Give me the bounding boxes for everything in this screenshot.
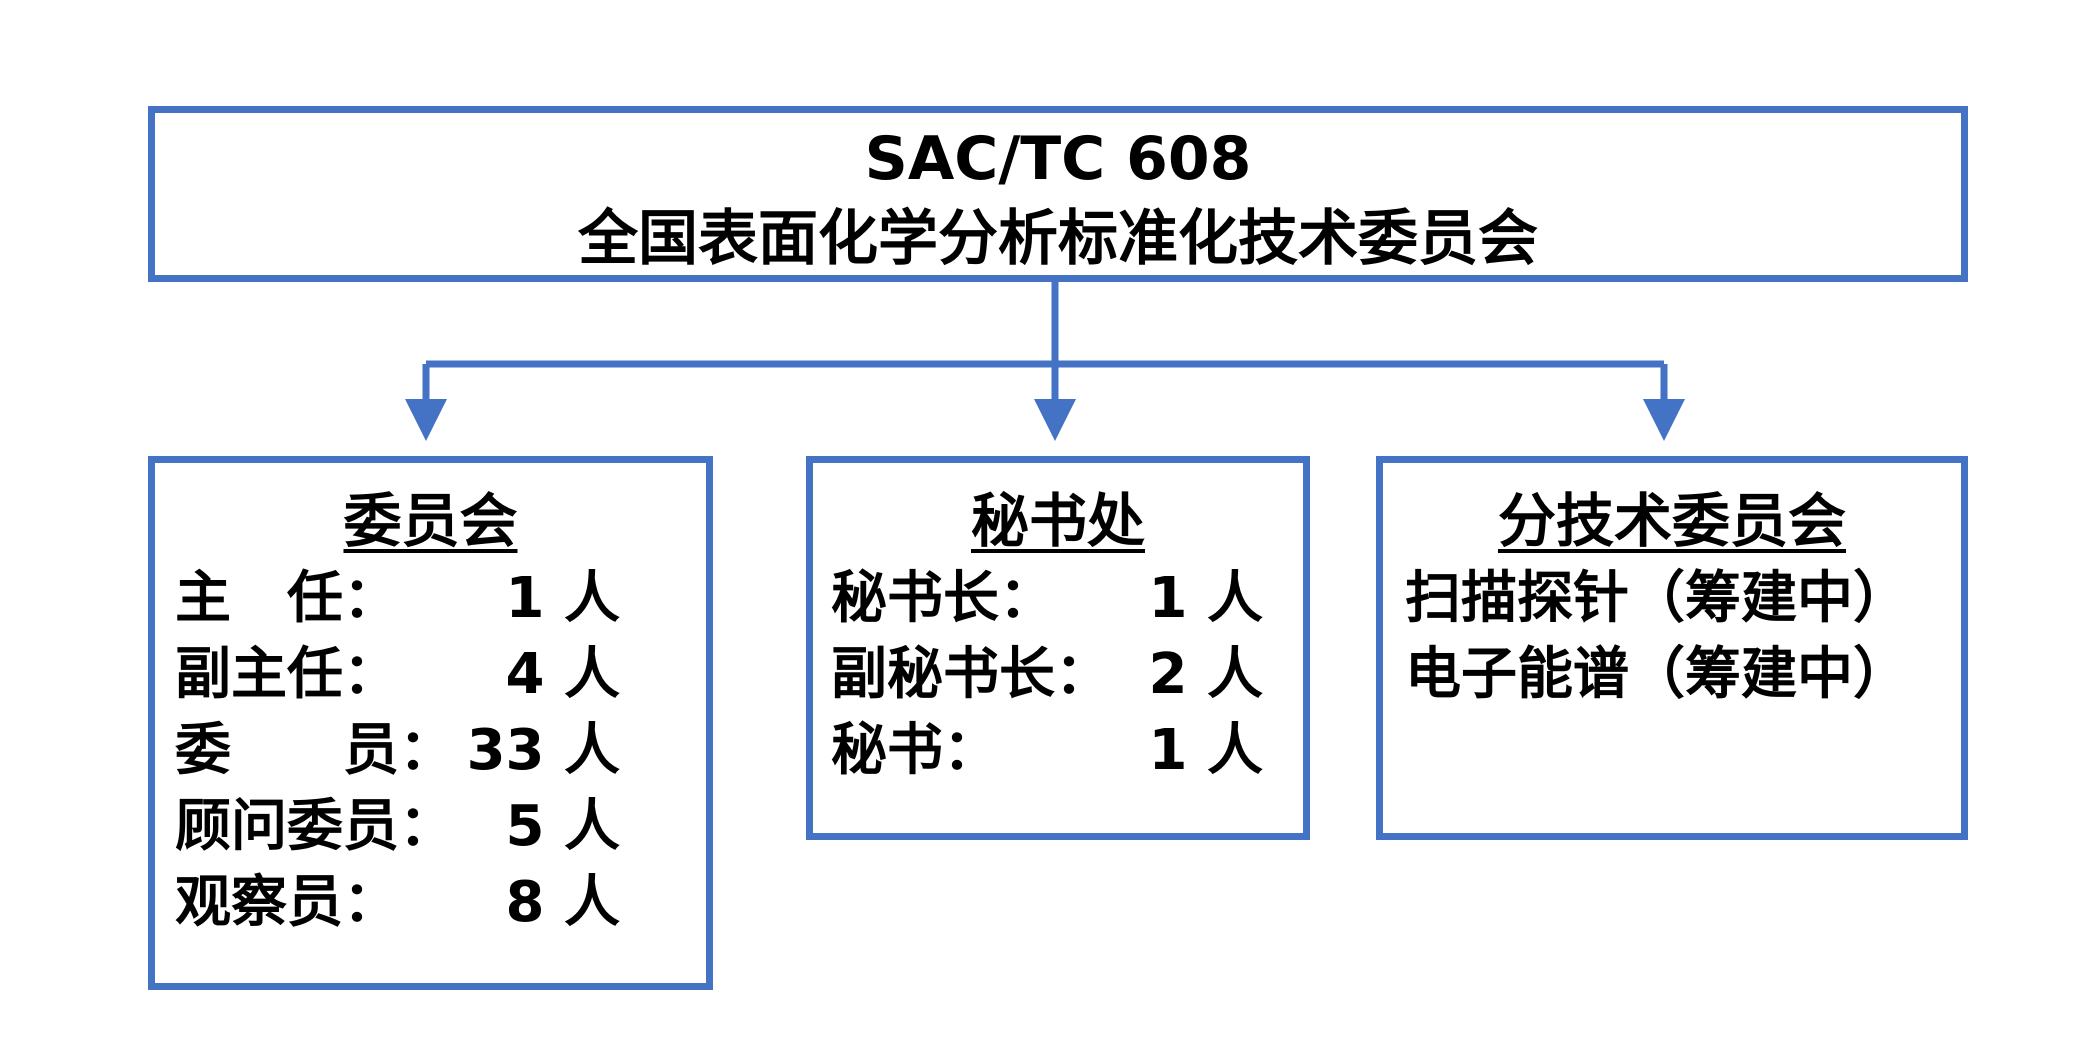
subcommittee-title: 分技术委员会 (1497, 487, 1846, 555)
committee-row-vice-chair: 副主任： 4 人 (155, 637, 706, 713)
row-value: 8 人 (505, 870, 620, 935)
committee-box: 委员会 主 任： 1 人 副主任： 4 人 委 员： 33 人 顾问委员： 5 … (148, 456, 713, 990)
org-code: SAC/TC 608 (864, 124, 1252, 194)
subcommittee-box: 分技术委员会 扫描探针（筹建中） 电子能谱（筹建中） (1376, 456, 1968, 840)
committee-row-observers: 观察员： 8 人 (155, 865, 706, 941)
row-label: 扫描探针（筹建中） (1405, 566, 1909, 631)
row-label: 委 员： (175, 718, 455, 783)
row-value: 2 人 (1148, 642, 1263, 707)
row-label: 副秘书长： (831, 642, 1111, 707)
row-value: 1 人 (505, 566, 620, 631)
secretariat-row-secretary-general: 秘书长： 1 人 (813, 561, 1303, 637)
committee-title: 委员会 (343, 487, 518, 555)
row-label: 秘书： (831, 718, 999, 783)
org-name: 全国表面化学分析标准化技术委员会 (578, 204, 1538, 274)
row-label: 电子能谱（筹建中） (1405, 642, 1909, 707)
row-value: 1 人 (1148, 718, 1263, 783)
row-label: 观察员： (175, 870, 399, 935)
row-value: 5 人 (505, 794, 620, 859)
subcommittee-row-scanning-probe: 扫描探针（筹建中） (1383, 561, 1961, 637)
committee-row-members: 委 员： 33 人 (155, 713, 706, 789)
subcommittee-row-electron-spectroscopy: 电子能谱（筹建中） (1383, 637, 1961, 713)
row-value: 33 人 (466, 718, 620, 783)
subcommittee-rows: 扫描探针（筹建中） 电子能谱（筹建中） (1383, 561, 1961, 713)
row-value: 1 人 (1148, 566, 1263, 631)
row-label: 顾问委员： (175, 794, 455, 859)
secretariat-row-deputy-secretary-general: 副秘书长： 2 人 (813, 637, 1303, 713)
row-label: 副主任： (175, 642, 399, 707)
row-label: 秘书长： (831, 566, 1055, 631)
row-value: 4 人 (505, 642, 620, 707)
committee-rows: 主 任： 1 人 副主任： 4 人 委 员： 33 人 顾问委员： 5 人 观察… (155, 561, 706, 941)
committee-row-chair: 主 任： 1 人 (155, 561, 706, 637)
committee-row-advisors: 顾问委员： 5 人 (155, 789, 706, 865)
secretariat-title: 秘书处 (970, 487, 1145, 555)
secretariat-box: 秘书处 秘书长： 1 人 副秘书长： 2 人 秘书： 1 人 (806, 456, 1310, 840)
row-label: 主 任： (175, 566, 399, 631)
secretariat-row-secretary: 秘书： 1 人 (813, 713, 1303, 789)
secretariat-rows: 秘书长： 1 人 副秘书长： 2 人 秘书： 1 人 (813, 561, 1303, 789)
top-organization-box: SAC/TC 608 全国表面化学分析标准化技术委员会 (148, 106, 1968, 282)
